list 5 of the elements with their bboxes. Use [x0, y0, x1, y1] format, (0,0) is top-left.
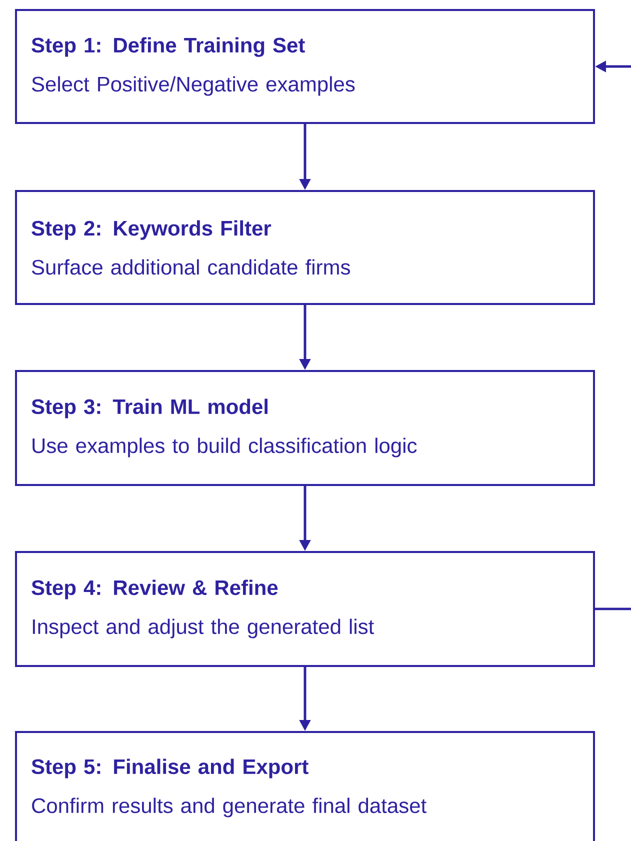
step-box: Step 1: Define Training Set Select Positive/Negative examples [15, 9, 595, 124]
step-box: Step 5: Finalise and Export Confirm results and generate final dataset [15, 731, 595, 841]
step-box: Step 3: Train ML model Use examples to build classification logic [15, 370, 595, 486]
step-box: Step 2: Keywords Filter Surface additional candidate firms [15, 190, 595, 305]
step-box: Step 4: Review & Refine Inspect and adjust the generated list [15, 551, 595, 667]
